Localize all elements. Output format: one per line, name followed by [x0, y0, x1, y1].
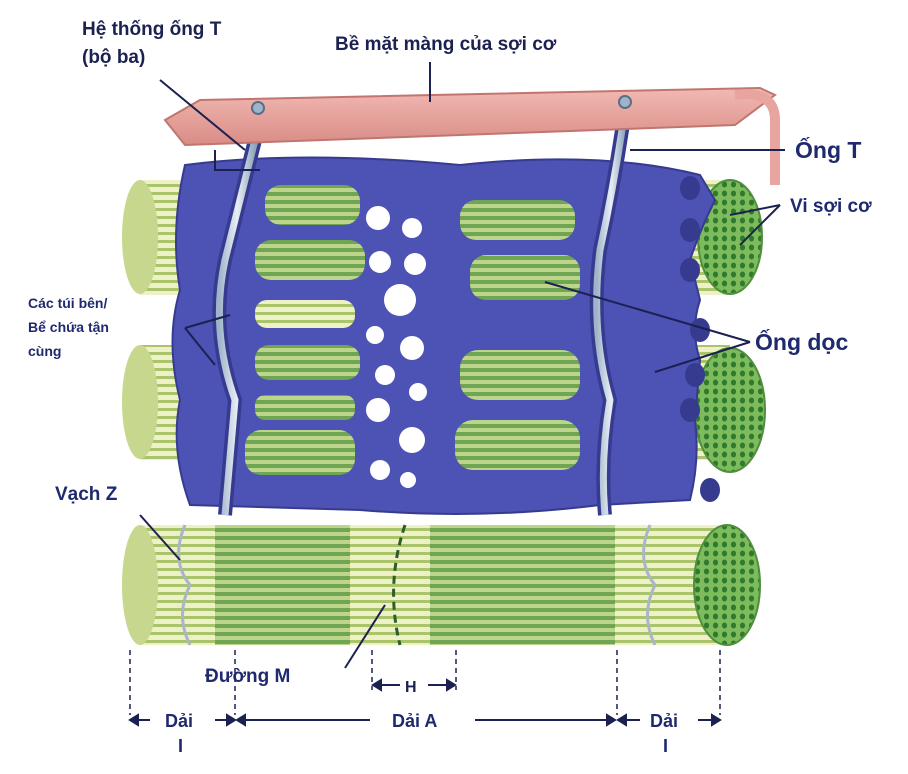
t-tubule-left: [212, 138, 262, 516]
label-membrane: Bề mặt màng của sợi cơ: [335, 34, 557, 55]
label-h-zone: H: [405, 679, 417, 696]
label-t-system-line1: Hệ thống ống T: [82, 19, 222, 40]
label-cisternae-line2: Bể chứa tận: [28, 319, 109, 335]
sarcoplasmic-reticulum: [171, 156, 720, 515]
label-a-band: Dải A: [392, 711, 437, 731]
label-cisternae-line1: Các túi bên/: [28, 295, 107, 311]
label-cisternae-line3: cùng: [28, 343, 61, 359]
myofibril-bottom: [122, 524, 761, 646]
myofibril-end-middle: [694, 347, 766, 473]
sarcolemma: [163, 86, 780, 185]
z-line-mark-left: [177, 524, 192, 646]
label-myofibril: Vi sợi cơ: [790, 196, 872, 217]
myofibril-end-bottom: [693, 524, 761, 646]
leader-lines: [129, 62, 785, 715]
label-i-band-left-line2: I: [178, 736, 183, 756]
band-arrows: [128, 678, 722, 727]
label-i-band-right-line2: I: [663, 736, 668, 756]
label-z-line: Vạch Z: [55, 484, 118, 505]
z-line-mark-right: [642, 524, 657, 646]
label-i-band-right-line1: Dải: [650, 711, 678, 731]
m-line-mark: [392, 524, 407, 646]
label-m-line: Đường M: [205, 666, 290, 687]
label-i-band-left-line1: Dải: [165, 711, 193, 731]
label-t-system-line2: (bộ ba): [82, 47, 145, 68]
label-t-tubule: Ống T: [795, 136, 861, 163]
label-longitudinal: Ống dọc: [755, 328, 848, 355]
t-tubule-right: [589, 109, 632, 516]
